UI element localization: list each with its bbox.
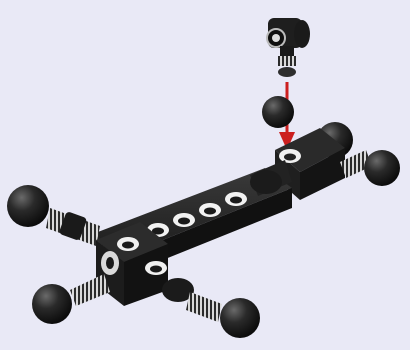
ball-end-top-left — [262, 96, 294, 128]
ball-end-lower-right — [220, 298, 260, 338]
ball-end-lower-left — [32, 284, 72, 324]
ball-end-left — [7, 185, 49, 227]
